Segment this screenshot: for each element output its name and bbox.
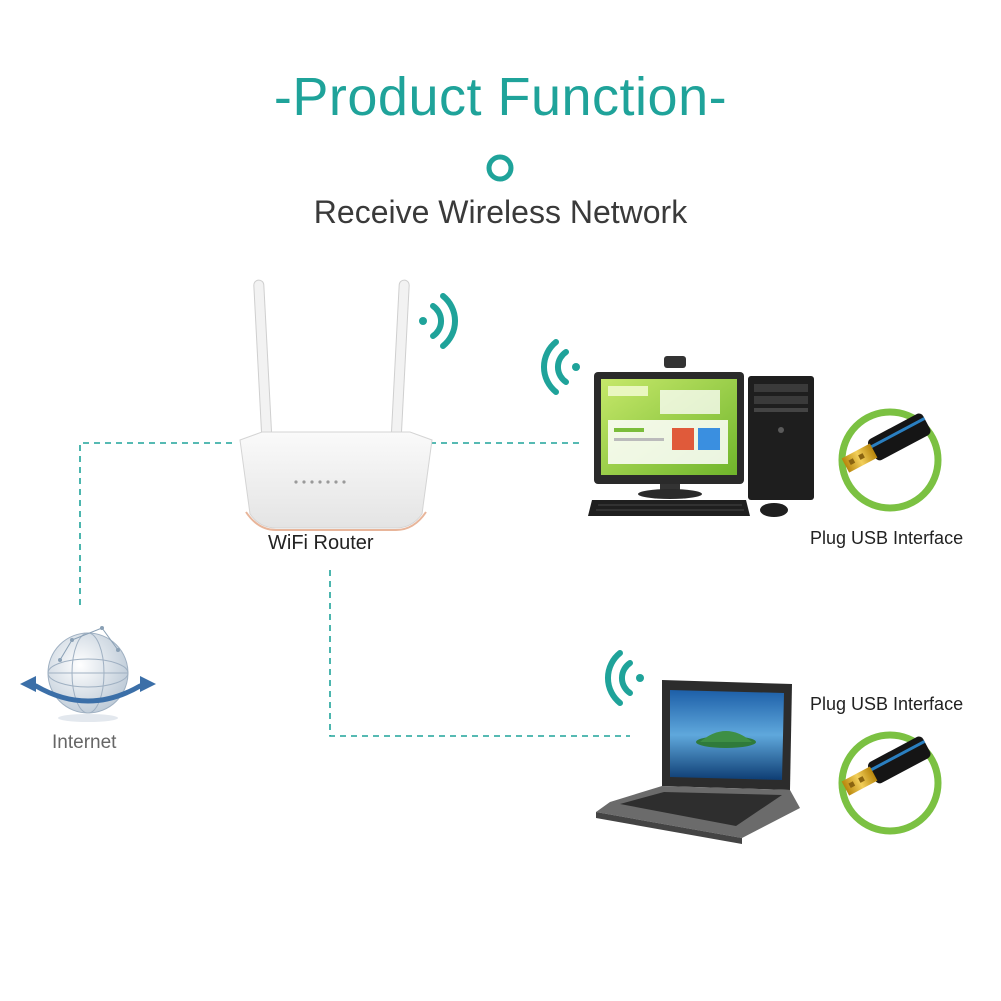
desktop-usb-label: Plug USB Interface — [810, 528, 964, 548]
router-icon — [239, 279, 433, 531]
wifi-signal-icon — [419, 293, 458, 349]
internet-label: Internet — [52, 732, 117, 753]
page-title: -Product Function- — [273, 67, 728, 127]
connection-lines — [79, 442, 630, 737]
title-ring-icon — [486, 154, 514, 182]
wifi-signal-icon — [605, 650, 644, 706]
wifi-signal-icon — [541, 339, 580, 395]
laptop-icon — [596, 680, 800, 844]
page-subtitle: Receive Wireless Network — [313, 194, 688, 230]
router-label: WiFi Router — [268, 532, 374, 554]
usb-adapter-icon — [838, 731, 942, 835]
laptop-usb-label: Plug USB Interface — [810, 694, 964, 714]
usb-adapter-icon — [838, 408, 942, 512]
desktop-computer-icon — [588, 356, 814, 517]
globe-icon — [20, 626, 156, 722]
